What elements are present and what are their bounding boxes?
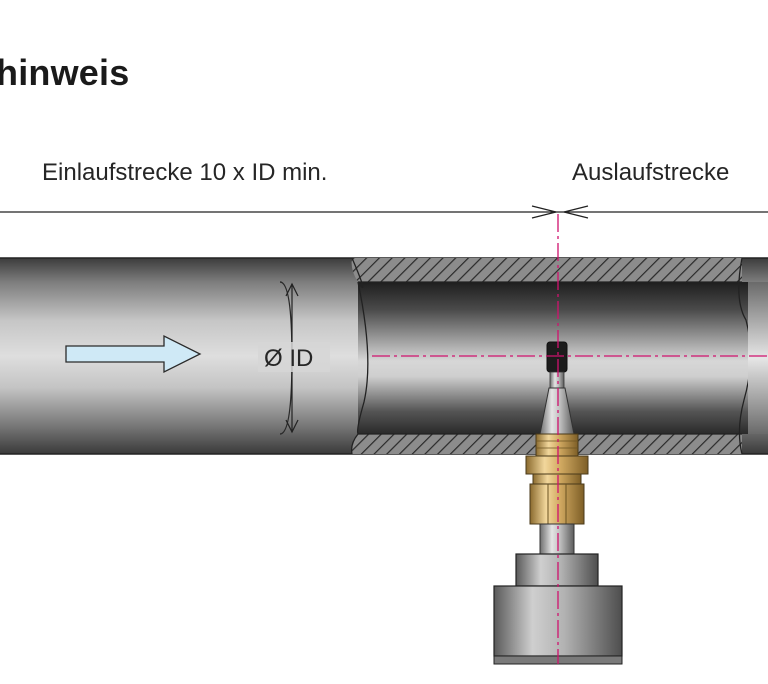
arrow-right-icon <box>65 334 202 374</box>
inlet-length-label: Einlaufstrecke 10 x ID min. <box>42 159 327 186</box>
outlet-length-label: Auslaufstrecke <box>572 159 729 186</box>
dimension-line <box>0 205 768 219</box>
diameter-label-background <box>258 342 330 372</box>
diameter-label: Ø ID <box>264 345 313 372</box>
section-heading: hinweis <box>0 52 130 93</box>
centerline <box>372 214 768 664</box>
